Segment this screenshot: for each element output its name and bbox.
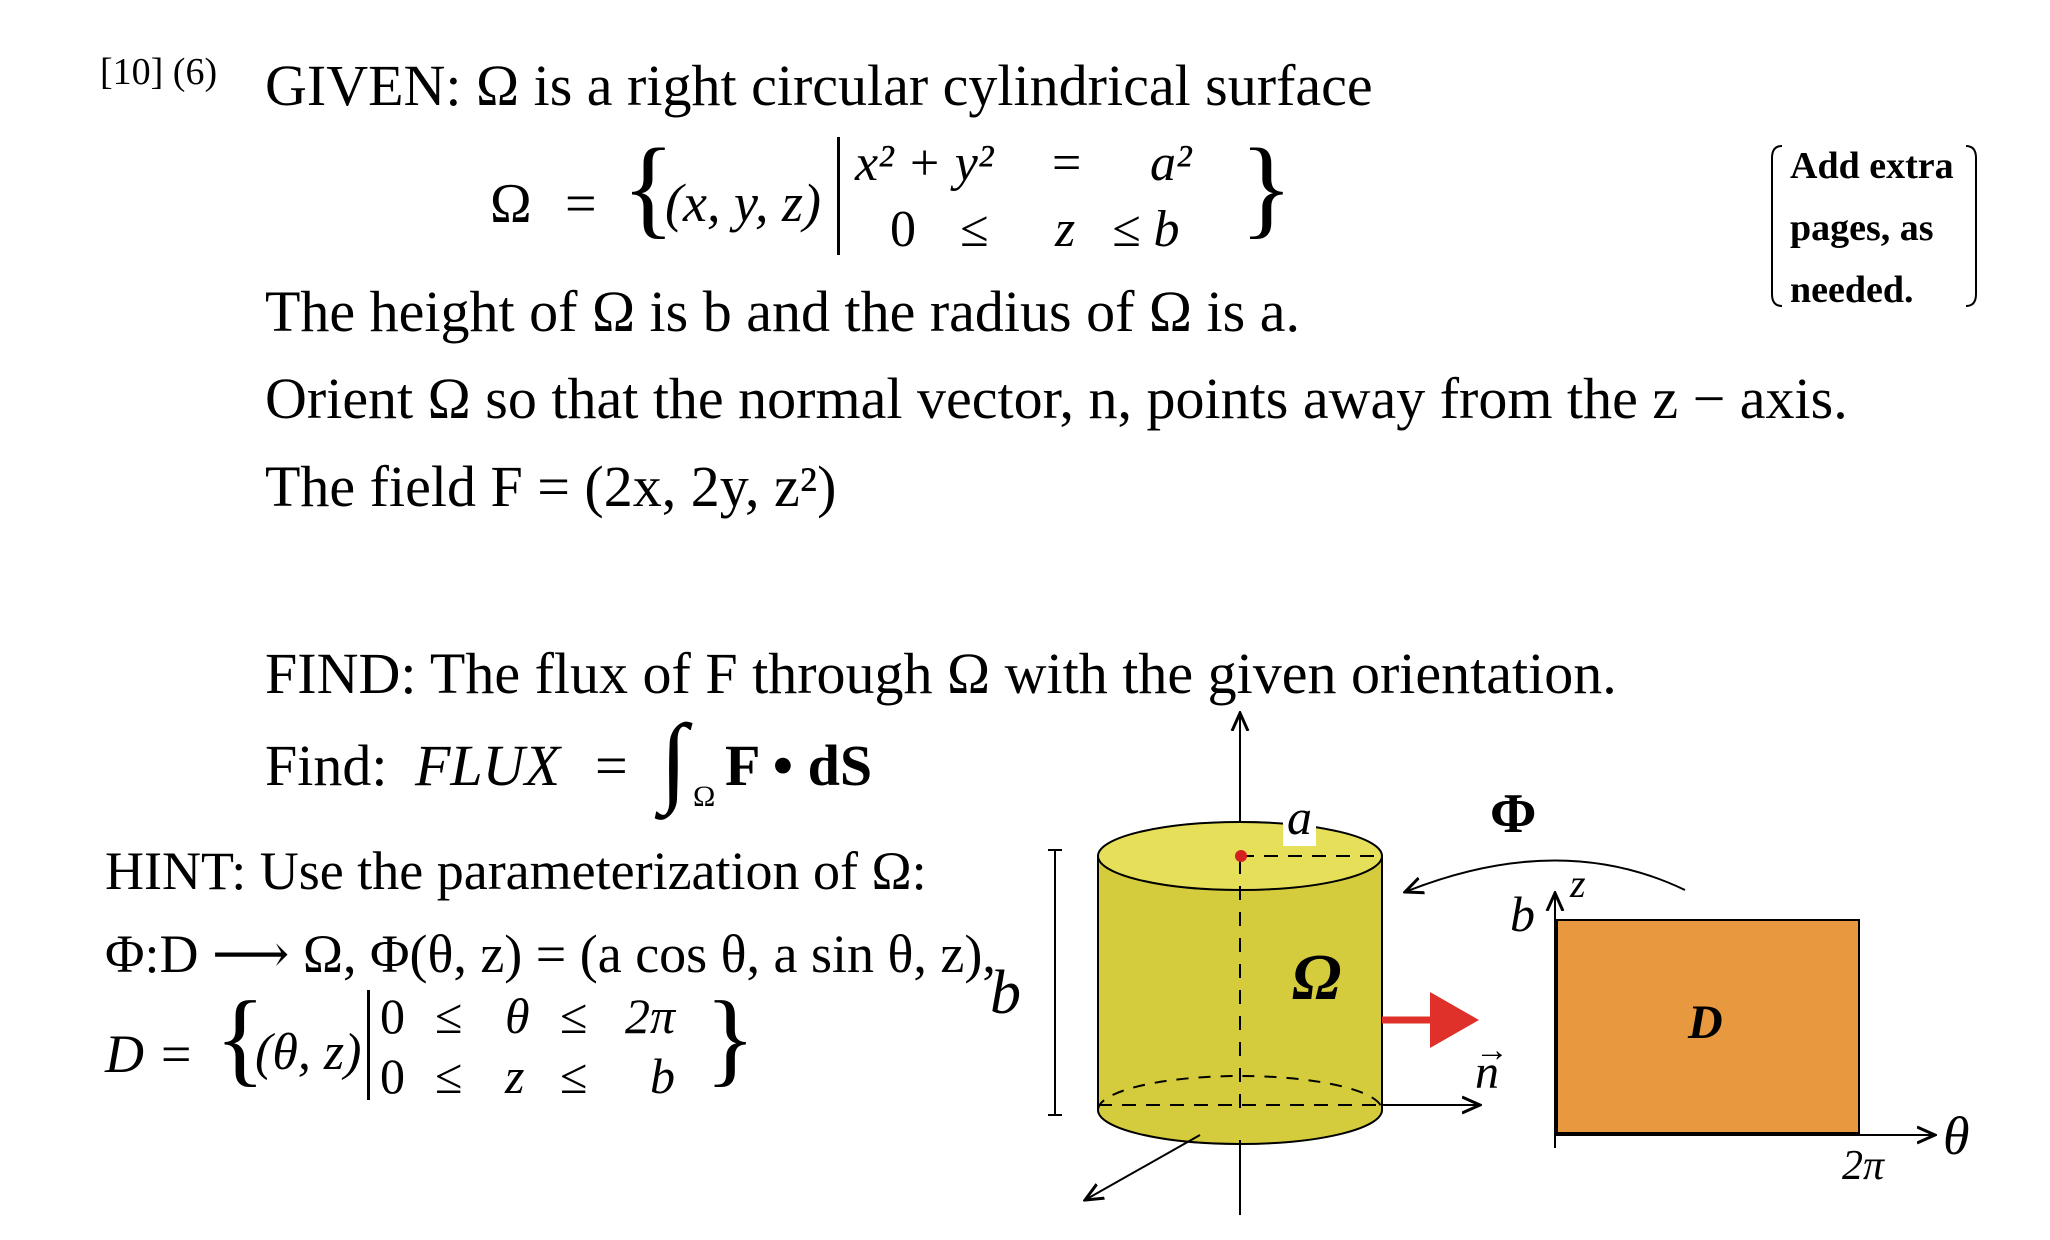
label-omega: Ω bbox=[1292, 941, 1342, 1014]
domain-element: (θ, z) bbox=[255, 1024, 362, 1081]
formula-eq: = bbox=[595, 733, 628, 798]
domain-row2-c3: ≤ bbox=[560, 1048, 588, 1104]
cond2-op2: ≤ b bbox=[1112, 201, 1180, 258]
field-line: The field F = (2x, 2y, z²) bbox=[265, 454, 837, 519]
problem-number: [10] (6) bbox=[100, 51, 218, 93]
label-n: n→ bbox=[1475, 1032, 1509, 1100]
cond1-op: = bbox=[1052, 135, 1082, 192]
note-box-brackets bbox=[1771, 145, 1977, 307]
domain-definition: D = { (θ, z) 0 ≤ θ ≤ 2π 0 ≤ z ≤ b } bbox=[105, 979, 755, 1115]
hint-line-1: HINT: Use the parameterization of Ω: bbox=[105, 841, 927, 901]
set-close-brace: } bbox=[1240, 126, 1293, 248]
set-lhs: Ω bbox=[490, 173, 532, 235]
integral-sign: ∫ bbox=[660, 704, 688, 815]
domain-row1-c2: θ bbox=[505, 988, 530, 1044]
domain-row2-c0: 0 bbox=[380, 1048, 405, 1104]
formula-prefix: Find: bbox=[265, 733, 388, 798]
omega-set-definition: Ω = { (x, y, z) x² + y² = a² 0 ≤ z ≤ b } bbox=[490, 126, 1293, 272]
domain-lhs: D = bbox=[105, 1024, 194, 1084]
note-line-3: needed. bbox=[1790, 269, 1914, 311]
cylinder-bottom-back bbox=[1097, 1075, 1383, 1111]
cond1-rhs: a² bbox=[1150, 135, 1192, 192]
label-phi: Φ bbox=[1490, 783, 1537, 845]
label-theta: θ bbox=[1943, 1106, 1970, 1166]
integral-subscript: Ω bbox=[693, 780, 716, 813]
label-D: D bbox=[1688, 996, 1723, 1049]
label-2pi: 2π bbox=[1842, 1143, 1885, 1189]
formula-name: FLUX bbox=[415, 733, 560, 798]
set-eq: = bbox=[565, 173, 597, 235]
domain-row2-c1: ≤ bbox=[435, 1048, 463, 1104]
domain-row2-c4: b bbox=[650, 1048, 675, 1104]
y-axis-diagonal bbox=[1085, 1134, 1201, 1200]
phi-curve-arrow bbox=[1405, 859, 1686, 892]
note-line-2: pages, as bbox=[1790, 207, 1934, 249]
height-line: The height of Ω is b and the radius of Ω… bbox=[265, 279, 1300, 344]
label-b-axis: b bbox=[1510, 886, 1535, 942]
flux-formula: Find: FLUX = ∫ Ω F • dS bbox=[265, 704, 965, 820]
orient-line: Orient Ω so that the normal vector, n, p… bbox=[265, 366, 1848, 431]
domain-row2-c2: z bbox=[505, 1048, 525, 1104]
label-n-text: n bbox=[1475, 1046, 1499, 1099]
set-bar bbox=[837, 137, 840, 255]
given-line: GIVEN: Ω is a right circular cylindrical… bbox=[265, 52, 1373, 119]
domain-row1-c1: ≤ bbox=[435, 988, 463, 1044]
label-n-arrow: → bbox=[1475, 1032, 1509, 1070]
domain-bar bbox=[367, 990, 370, 1100]
cond1-lhs: x² + y² bbox=[855, 135, 994, 192]
label-b-left: b bbox=[990, 959, 1021, 1027]
note-line-1: Add extra bbox=[1790, 145, 1954, 187]
domain-row1-c4: 2π bbox=[625, 988, 676, 1044]
domain-row1-c0: 0 bbox=[380, 988, 405, 1044]
domain-rectangle bbox=[1556, 919, 1860, 1134]
hint-line-2: Φ:D ⟶ Ω, Φ(θ, z) = (a cos θ, a sin θ, z)… bbox=[105, 924, 996, 984]
given-text: Ω is a right circular cylindrical surfac… bbox=[476, 53, 1373, 118]
center-point bbox=[1235, 850, 1247, 862]
set-open-brace: { bbox=[622, 126, 675, 248]
set-element: (x, y, z) bbox=[665, 173, 821, 233]
domain-open-brace: { bbox=[215, 979, 266, 1096]
cond2-op1: ≤ bbox=[960, 201, 989, 258]
domain-close-brace: } bbox=[705, 979, 756, 1096]
domain-row1-c3: ≤ bbox=[560, 988, 588, 1044]
integrand: F • dS bbox=[725, 733, 873, 798]
label-z: z bbox=[1570, 861, 1586, 906]
find-line: FIND: The flux of F through Ω with the g… bbox=[265, 641, 1617, 706]
label-a: a bbox=[1283, 788, 1316, 846]
cond2-mid: z bbox=[1055, 201, 1076, 258]
cond2-left: 0 bbox=[890, 201, 916, 258]
given-label: GIVEN: bbox=[265, 53, 462, 118]
